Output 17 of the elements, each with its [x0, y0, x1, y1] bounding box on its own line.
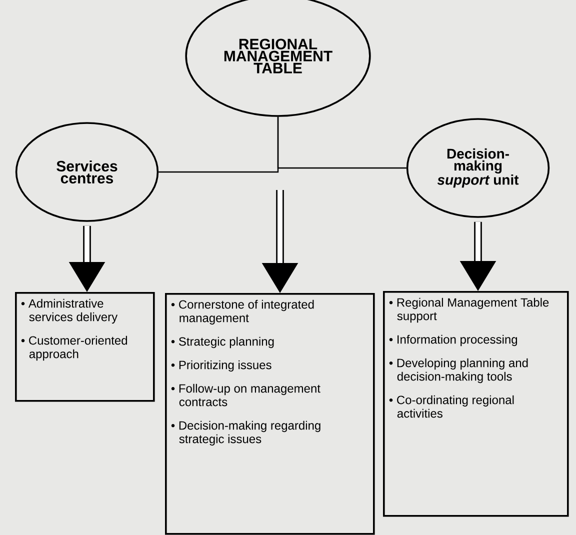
list-item: • Prioritizing issues	[171, 360, 272, 372]
list-item: • Information processing	[389, 334, 518, 346]
list-item: • Regional Management Table support	[389, 298, 549, 323]
connector-line	[277, 116, 406, 169]
list-item: • Follow-up on management contracts	[171, 384, 320, 406]
list-item: • Decision-making regarding strategic issues	[171, 420, 320, 446]
list-item: • Administrative services delivery	[21, 298, 118, 324]
list-box	[15, 292, 155, 402]
list-item: • Strategic planning	[171, 336, 274, 348]
ellipse-node: Services centres	[15, 122, 159, 222]
list-item: • Developing planning and decision-making tools	[389, 358, 528, 384]
list-item: • Co-ordinating regional activities	[389, 395, 514, 418]
list-box	[165, 293, 375, 535]
ellipse-node: Decision-making support unit	[406, 118, 550, 218]
list-item: • Customer-oriented approach	[21, 336, 128, 361]
list-item: • Cornerstone of integrated management	[171, 300, 314, 325]
list-box	[383, 291, 569, 517]
